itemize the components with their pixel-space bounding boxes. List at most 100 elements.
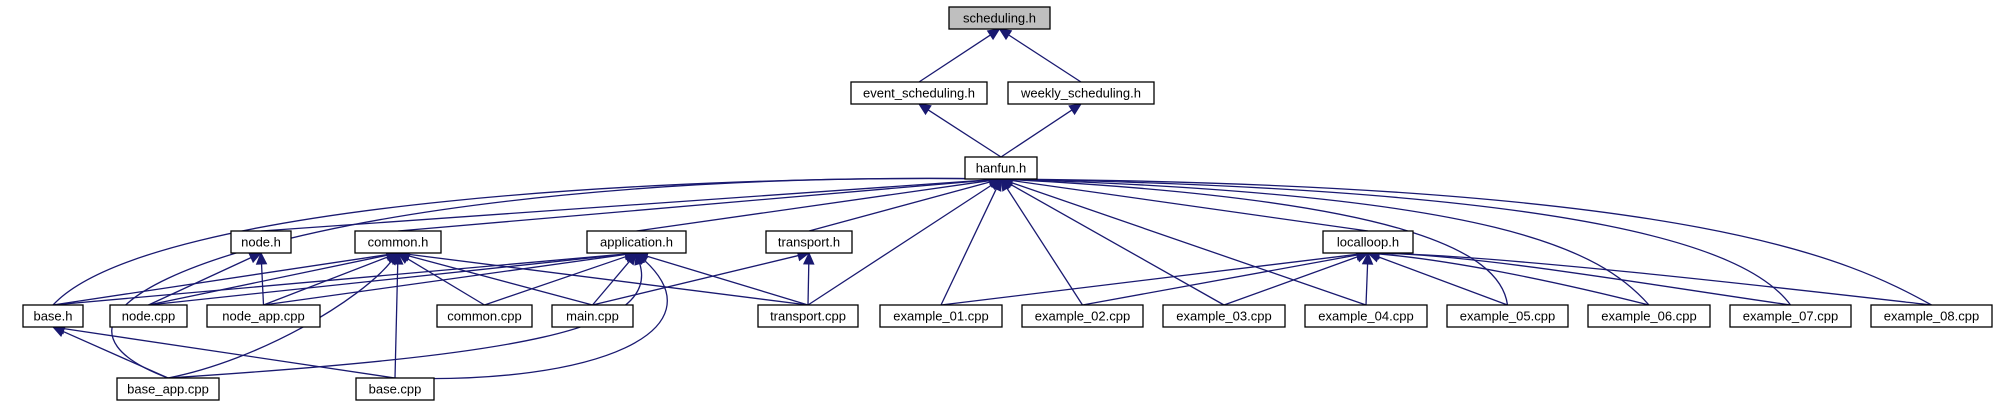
edge-transport_h-to-hanfun_h <box>808 181 991 232</box>
node-box <box>765 230 853 254</box>
arrowhead-weekly_scheduling_h-to-scheduling_h <box>998 28 1013 41</box>
edge-hanfun_h-to-weekly_scheduling_h <box>1000 109 1073 158</box>
edge-transport_cpp-to-hanfun_h <box>807 184 993 306</box>
node-label: transport.h <box>778 235 840 250</box>
node-example-07-cpp[interactable]: example_07.cpp <box>1729 304 1852 328</box>
node-box <box>109 304 188 328</box>
node-transport-cpp[interactable]: transport.cpp <box>757 304 859 328</box>
node-node-h[interactable]: node.h <box>230 230 292 254</box>
arrowhead-hanfun_h-to-weekly_scheduling_h <box>1068 103 1083 116</box>
edge-hanfun_h-to-event_scheduling_h <box>927 109 1002 158</box>
node-example-03-cpp[interactable]: example_03.cpp <box>1162 304 1286 328</box>
node-box <box>1162 304 1286 328</box>
edge-main_cpp-to-transport_h <box>592 254 799 306</box>
node-box <box>1870 304 1993 328</box>
node-base-h[interactable]: base.h <box>22 304 84 328</box>
arrowhead-event_scheduling_h-to-scheduling_h <box>986 28 1001 41</box>
node-common-cpp[interactable]: common.cpp <box>436 304 533 328</box>
node-label: base.h <box>33 309 72 324</box>
node-box <box>1729 304 1852 328</box>
edge-node_app_cpp-to-application_h <box>263 253 626 306</box>
node-label: hanfun.h <box>976 161 1027 176</box>
node-box <box>1446 304 1569 328</box>
node-main-cpp[interactable]: main.cpp <box>551 304 634 328</box>
node-example-04-cpp[interactable]: example_04.cpp <box>1304 304 1428 328</box>
arrowhead-main_cpp-to-application_h <box>624 252 638 266</box>
node-box <box>22 304 84 328</box>
node-label: scheduling.h <box>963 11 1036 26</box>
edge-transport_cpp-to-common_h <box>408 253 809 306</box>
node-label: node.cpp <box>122 309 176 324</box>
node-label: weekly_scheduling.h <box>1020 86 1141 101</box>
edge-node_cpp-to-node_h <box>148 257 252 306</box>
arrowhead-transport_cpp-to-transport_h <box>803 251 815 265</box>
edge-example_08_cpp-to-localloop_h <box>1378 252 1932 306</box>
node-box <box>757 304 859 328</box>
edge-node_cpp-to-common_h <box>148 254 388 306</box>
node-label: example_03.cpp <box>1176 309 1271 324</box>
node-label: common.cpp <box>447 309 521 324</box>
edge-example_08_cpp-to-hanfun_h <box>1011 178 1932 306</box>
node-node-app-cpp[interactable]: node_app.cpp <box>206 304 321 328</box>
node-label: base.cpp <box>369 382 422 397</box>
node-common-h[interactable]: common.h <box>354 230 442 254</box>
node-scheduling-h[interactable]: scheduling.h <box>948 6 1051 30</box>
edge-example_02_cpp-to-hanfun_h <box>1006 187 1084 306</box>
node-box <box>354 230 442 254</box>
edge-base_app_cpp-to-base_h <box>62 330 169 379</box>
node-example-02-cpp[interactable]: example_02.cpp <box>1021 304 1144 328</box>
edge-node_h-to-hanfun_h <box>260 179 991 232</box>
edge-example_03_cpp-to-localloop_h <box>1223 256 1358 306</box>
node-box <box>206 304 321 328</box>
edge-example_06_cpp-to-localloop_h <box>1378 253 1650 306</box>
node-example-05-cpp[interactable]: example_05.cpp <box>1446 304 1569 328</box>
edge-base_cpp-to-base_h <box>63 327 396 379</box>
node-event-scheduling-h[interactable]: event_scheduling.h <box>850 81 988 105</box>
node-localloop-h[interactable]: localloop.h <box>1322 230 1414 254</box>
node-box <box>879 304 1003 328</box>
node-box <box>1322 230 1414 254</box>
node-hanfun-h[interactable]: hanfun.h <box>964 156 1038 180</box>
node-label: main.cpp <box>566 309 619 324</box>
node-box <box>586 230 687 254</box>
node-example-08-cpp[interactable]: example_08.cpp <box>1870 304 1993 328</box>
node-application-h[interactable]: application.h <box>586 230 687 254</box>
arrowhead-example_04_cpp-to-localloop_h <box>1361 251 1374 265</box>
edge-node_app_cpp-to-node_h <box>260 263 265 306</box>
node-box <box>1007 81 1155 105</box>
node-node-cpp[interactable]: node.cpp <box>109 304 188 328</box>
node-label: base_app.cpp <box>127 382 209 397</box>
arrowhead-example_01_cpp-to-hanfun_h <box>990 177 1002 192</box>
node-example-06-cpp[interactable]: example_06.cpp <box>1587 304 1711 328</box>
edge-localloop_h-to-hanfun_h <box>1011 179 1369 232</box>
edge-main_cpp-to-common_h <box>408 255 593 306</box>
node-label: transport.cpp <box>770 309 846 324</box>
edge-example_02_cpp-to-localloop_h <box>1082 254 1358 306</box>
arrowhead-node_app_cpp-to-node_h <box>255 251 268 265</box>
node-label: localloop.h <box>1337 235 1399 250</box>
node-box <box>1304 304 1428 328</box>
edge-base_app_cpp-to-application_h <box>167 263 643 379</box>
node-box <box>551 304 634 328</box>
edge-example_04_cpp-to-localloop_h <box>1365 263 1369 306</box>
node-label: example_05.cpp <box>1460 309 1555 324</box>
node-label: example_01.cpp <box>893 309 988 324</box>
node-box <box>116 377 220 401</box>
node-box <box>948 6 1051 30</box>
edge-example_04_cpp-to-hanfun_h <box>1011 181 1367 306</box>
node-label: example_04.cpp <box>1318 309 1413 324</box>
node-box <box>1021 304 1144 328</box>
edge-transport_cpp-to-transport_h <box>807 263 810 306</box>
node-label: example_06.cpp <box>1601 309 1696 324</box>
edge-example_03_cpp-to-hanfun_h <box>1010 183 1225 306</box>
edge-main_cpp-to-application_h <box>592 260 630 306</box>
node-weekly-scheduling-h[interactable]: weekly_scheduling.h <box>1007 81 1155 105</box>
node-label: example_08.cpp <box>1884 309 1979 324</box>
edge-event_scheduling_h-to-scheduling_h <box>918 34 991 83</box>
node-example-01-cpp[interactable]: example_01.cpp <box>879 304 1003 328</box>
node-base-app-cpp[interactable]: base_app.cpp <box>116 377 220 401</box>
node-transport-h[interactable]: transport.h <box>765 230 853 254</box>
arrowhead-base_cpp-to-application_h <box>635 252 649 266</box>
node-base-cpp[interactable]: base.cpp <box>355 377 435 401</box>
node-box <box>230 230 292 254</box>
